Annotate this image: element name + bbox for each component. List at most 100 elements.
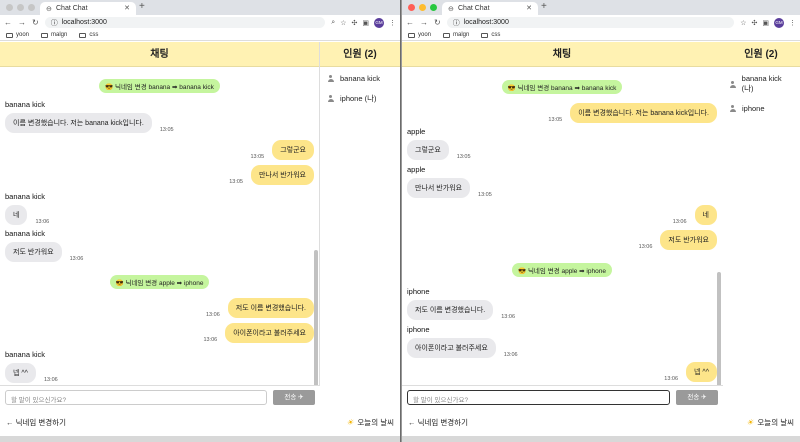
message-input[interactable]: 할 말이 있으신가요? [407, 389, 670, 405]
back-icon[interactable]: ← [4, 18, 12, 27]
url-bar[interactable]: ⓘ localhost:3000 [44, 17, 326, 28]
bookmark-folder[interactable]: malgn [41, 32, 67, 38]
browser-tab[interactable]: ⊖ Chat Chat ✕ [40, 2, 136, 15]
sender-name: apple [407, 165, 426, 174]
message-other: iphone 저도 이름 변경했습니다. 13:06 [407, 287, 717, 320]
message-bubble: 저도 이름 변경했습니다. [227, 298, 314, 318]
change-nickname-link[interactable]: ← 닉네임 변경하기 [408, 417, 468, 427]
new-tab-icon[interactable]: + [541, 1, 547, 12]
menu-icon[interactable]: ⋮ [389, 19, 396, 27]
change-nickname-link[interactable]: ← 닉네임 변경하기 [6, 417, 66, 427]
folder-icon [443, 32, 451, 38]
sidebar-icon[interactable]: ▣ [362, 19, 369, 27]
close-tab-icon[interactable]: ✕ [124, 5, 130, 12]
message-bubble: 저도 반가워요 [5, 242, 62, 262]
url-bar[interactable]: ⓘ localhost:3000 [446, 17, 735, 28]
tab-title: Chat Chat [458, 5, 490, 12]
sender-name: apple [407, 127, 426, 136]
bookmark-folder[interactable]: yoon [6, 32, 29, 38]
profile-avatar[interactable]: GM [374, 17, 384, 28]
sender-name: banana kick [5, 100, 46, 109]
message-time: 13:06 [203, 337, 218, 343]
message-input-bar: 할 말이 있으신가요? 전송 ✈ [0, 385, 320, 408]
url-text: localhost:3000 [61, 19, 107, 26]
bookmark-folder[interactable]: yoon [408, 32, 431, 38]
message-list: 😎 닉네임 변경 banana ➡ banana kick banana kic… [0, 67, 319, 385]
message-other: banana kick 넵 ^^13:06 [5, 350, 314, 383]
chat-panel: 채팅 😎 닉네임 변경 banana ➡ banana kick banana … [0, 42, 320, 395]
site-info-icon[interactable]: ⓘ [452, 19, 460, 27]
sun-icon: ☀ [746, 417, 754, 427]
bookmarks-bar: yoon malgn css [0, 30, 400, 41]
message-bubble: 네 [694, 205, 717, 225]
message-bubble: 만나서 반가워요 [407, 178, 471, 198]
send-button[interactable]: 전송 ✈ [273, 389, 315, 405]
message-time: 13:06 [501, 314, 515, 320]
profile-avatar[interactable]: GM [774, 17, 784, 28]
sun-icon: ☀ [346, 417, 354, 427]
chat-favicon-icon: ⊖ [46, 6, 52, 13]
bottom-edge [402, 436, 800, 442]
window-controls[interactable] [6, 4, 35, 11]
person-icon [327, 95, 334, 102]
tab-strip: ⊖ Chat Chat ✕ + [402, 0, 800, 15]
bookmarks-bar: yoon malgn css [402, 30, 800, 41]
message-other: banana kick 이름 변경했습니다. 저는 banana kick입니다… [5, 100, 314, 133]
system-notice: 😎 닉네임 변경 banana ➡ banana kick [402, 77, 722, 95]
extensions-icon[interactable]: ✣ [351, 19, 358, 27]
message-input[interactable]: 할 말이 있으신가요? [5, 389, 267, 405]
sender-name: banana kick [5, 192, 46, 201]
forward-icon[interactable]: → [18, 18, 26, 27]
sender-name: iphone [407, 287, 430, 296]
message-bubble: 그렇군요 [272, 140, 314, 160]
reload-icon[interactable]: ↻ [434, 18, 441, 27]
bookmark-folder[interactable]: malgn [443, 32, 469, 38]
browser-tab[interactable]: ⊖ Chat Chat ✕ [442, 2, 538, 15]
message-mine: 13:05 그렇군요 [5, 140, 314, 160]
weather-link[interactable]: ☀오늘의 날씨 [746, 417, 794, 427]
folder-icon [79, 32, 87, 38]
weather-link[interactable]: ☀오늘의 날씨 [346, 417, 394, 427]
message-bubble: 아이폰이라고 불러주세요 [225, 323, 314, 343]
message-time: 13:05 [250, 154, 265, 160]
sender-name: banana kick [5, 350, 46, 359]
bookmark-star-icon[interactable]: ☆ [340, 19, 347, 27]
close-tab-icon[interactable]: ✕ [526, 5, 532, 12]
site-info-icon[interactable]: ⓘ [50, 19, 58, 27]
url-text: localhost:3000 [463, 19, 509, 26]
message-time: 13:06 [638, 244, 653, 250]
chat-app: 채팅 😎 닉네임 변경 banana ➡ banana kick banana … [0, 42, 400, 442]
back-icon[interactable]: ← [406, 18, 414, 27]
new-tab-icon[interactable]: + [139, 1, 145, 12]
message-bubble: 저도 이름 변경했습니다. [407, 300, 494, 320]
send-button[interactable]: 전송 ✈ [676, 389, 718, 405]
scrollbar-thumb[interactable] [717, 272, 721, 397]
zoom-icon[interactable]: ⌕ [331, 18, 336, 26]
sender-name: iphone [407, 325, 430, 334]
menu-icon[interactable]: ⋮ [789, 19, 796, 27]
message-input-bar: 할 말이 있으신가요? 전송 ✈ [402, 385, 723, 408]
folder-icon [481, 32, 489, 38]
reload-icon[interactable]: ↻ [32, 18, 39, 27]
users-header: 인원 (2) [320, 42, 400, 67]
user-item: banana kick [320, 69, 400, 88]
user-name: banana kick (나) [741, 74, 782, 93]
forward-icon[interactable]: → [420, 18, 428, 27]
extensions-icon[interactable]: ✣ [751, 19, 758, 27]
bookmark-star-icon[interactable]: ☆ [740, 19, 747, 27]
scrollbar-thumb[interactable] [314, 250, 318, 395]
bookmark-folder[interactable]: css [79, 32, 98, 38]
address-toolbar: ← → ↻ ⓘ localhost:3000 ☆ ✣ ▣ GM ⋮ [402, 15, 800, 30]
sidebar-icon[interactable]: ▣ [762, 19, 769, 27]
window-controls[interactable] [408, 4, 437, 11]
address-toolbar: ← → ↻ ⓘ localhost:3000 ⌕ ☆ ✣ ▣ GM ⋮ [0, 15, 400, 30]
chat-header: 채팅 [402, 42, 722, 67]
bookmark-folder[interactable]: css [481, 32, 500, 38]
